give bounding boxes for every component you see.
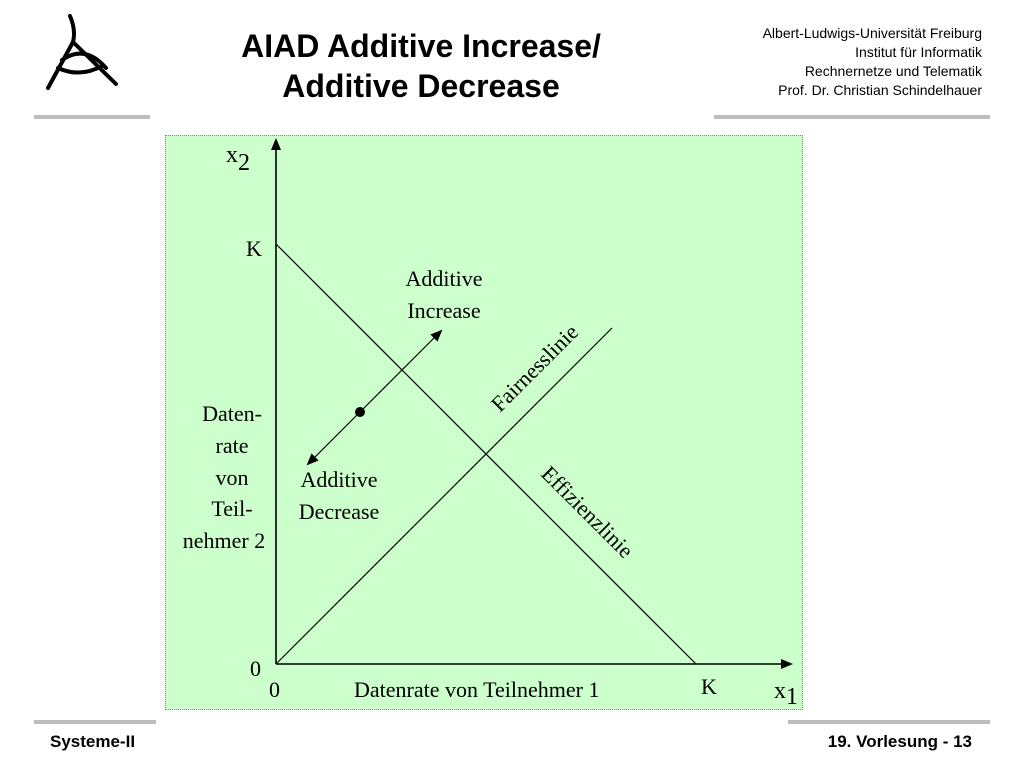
affiliation-line: Rechnernetze und Telematik xyxy=(804,63,982,79)
x-axis-subscript: 1 xyxy=(786,684,798,709)
origin-label-x: 0 xyxy=(269,677,280,702)
header-rule-right xyxy=(714,115,990,119)
footer-lecture-number: 19. Vorlesung - 13 xyxy=(827,732,972,751)
aiad-diagram: x2 x1 K K 0 0 Datenrate von Teilnehmer 1… xyxy=(165,135,803,710)
increase-label-line: Increase xyxy=(407,298,480,323)
additive-decrease-arrow xyxy=(306,411,361,466)
y-caption-line: nehmer 2 xyxy=(183,528,265,553)
origin-label-y: 0 xyxy=(250,656,261,681)
aiad-diagram-svg: x2 x1 K K 0 0 Datenrate von Teilnehmer 1… xyxy=(183,138,798,709)
y-axis-label: x2 xyxy=(226,142,250,176)
x-axis-label: x1 xyxy=(774,678,798,709)
additive-increase-arrow xyxy=(359,329,443,413)
y-axis-subscript: 2 xyxy=(238,150,250,176)
increase-label-line: Additive xyxy=(406,266,483,291)
slide-title: AIAD Additive Increase/ Additive Decreas… xyxy=(200,26,642,106)
slide-title-line-1: AIAD Additive Increase/ xyxy=(241,28,601,64)
affiliation-block: Albert-Ludwigs-Universität Freiburg Inst… xyxy=(763,24,982,100)
footer-rule-left xyxy=(34,720,156,724)
fairness-line xyxy=(275,327,613,665)
decrease-label-line: Additive xyxy=(301,467,378,492)
operating-point xyxy=(355,407,365,417)
decrease-label-line: Decrease xyxy=(299,499,380,524)
k-label-x: K xyxy=(701,674,717,699)
university-logo-icon xyxy=(40,12,126,98)
slide-title-line-2: Additive Decrease xyxy=(282,68,560,104)
y-axis-caption: Daten- rate von Teil- nehmer 2 xyxy=(183,401,265,553)
additive-decrease-label: Additive Decrease xyxy=(299,467,380,524)
y-caption-line: rate xyxy=(216,433,249,458)
fairness-line-label: Fairnesslinie xyxy=(486,319,583,416)
affiliation-line: Prof. Dr. Christian Schindelhauer xyxy=(778,82,982,98)
affiliation-line: Albert-Ludwigs-Universität Freiburg xyxy=(762,25,982,41)
footer-course-name: Systeme-II xyxy=(50,732,136,751)
header-rule-left xyxy=(34,115,150,119)
y-caption-line: Daten- xyxy=(202,401,262,426)
x-axis-caption: Datenrate von Teilnehmer 1 xyxy=(354,677,599,702)
k-label-y: K xyxy=(246,236,262,261)
y-caption-line: Teil- xyxy=(211,496,252,521)
additive-increase-label: Additive Increase xyxy=(406,266,483,323)
y-caption-line: von xyxy=(216,465,249,490)
footer-rule-right xyxy=(788,720,990,724)
efficiency-line-label: Effizienzlinie xyxy=(536,461,638,563)
affiliation-line: Institut für Informatik xyxy=(855,44,982,60)
